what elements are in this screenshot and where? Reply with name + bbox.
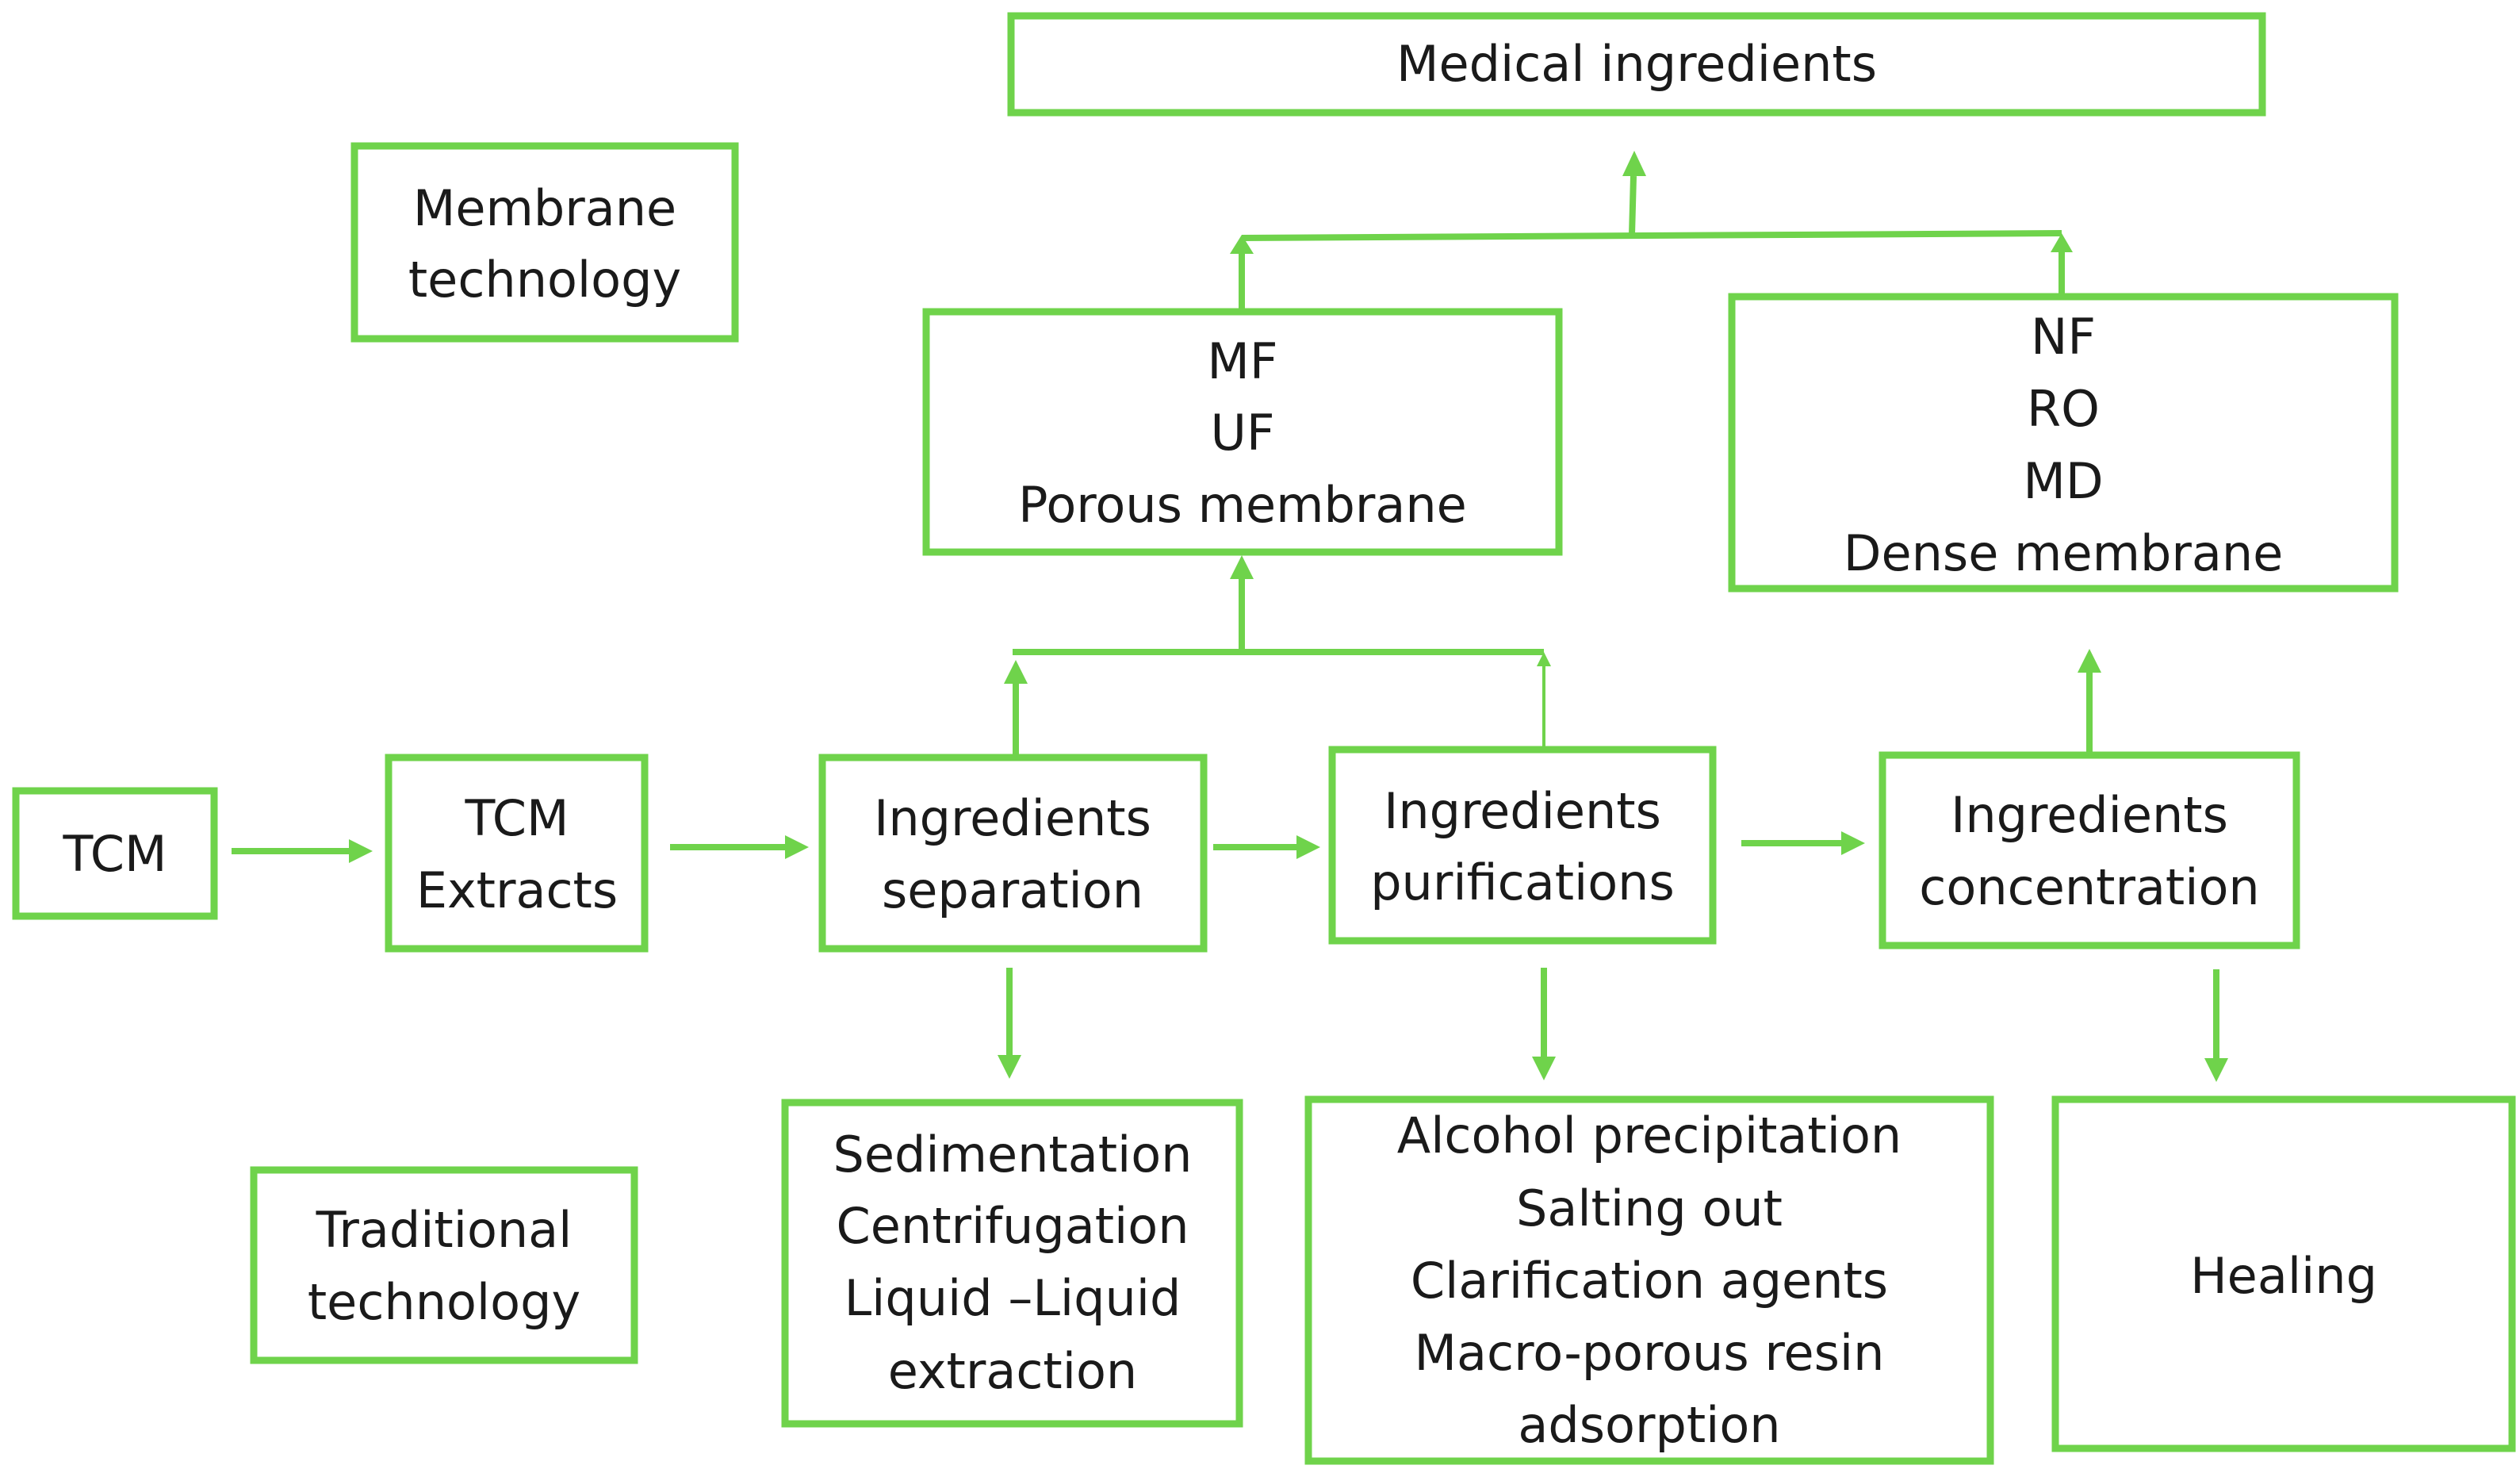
node-label-line: separation [882,861,1143,919]
node-label-line: Liquid –Liquid [844,1269,1181,1327]
node-healing: Healing [2051,1095,2516,1452]
node-ingredients-concentration: Ingredients concentration [1879,751,2300,949]
node-label-line: RO [2027,380,2100,438]
node-tcm-extracts: TCM Extracts [385,754,649,953]
node-label-line: Ingredients [874,789,1151,847]
connectors [232,151,2228,1082]
node-label-line: Traditional [316,1201,573,1259]
node-porous-membrane: MF UF Porous membrane [922,308,1563,556]
arrowhead [1004,660,1028,684]
node-dense-membrane: NF RO MD Dense membrane [1728,293,2399,593]
node-separation-methods: Sedimentation Centrifugation Liquid –Liq… [781,1099,1243,1428]
arrowhead [2204,1058,2228,1082]
arrowhead [1622,151,1646,176]
arrowhead [1230,555,1254,579]
arrowhead [1537,652,1551,666]
node-label-line: Porous membrane [1018,476,1467,534]
arrowhead [2051,233,2073,252]
node-label-line: MD [2023,452,2103,510]
node-tcm: TCM [12,787,218,920]
node-medical-ingredients: Medical ingredients [1007,12,2266,117]
arrowhead [349,839,373,863]
node-label-line: Dense membrane [1844,524,2284,582]
node-label-line: Macro-porous resin [1415,1324,1885,1382]
node-label-line: technology [408,251,681,309]
node-label-line: Sedimentation [833,1126,1193,1183]
node-label-line: UF [1210,404,1274,462]
node-label: Healing [2190,1247,2377,1305]
connector-top-bar [1241,230,2062,241]
arrowhead [1841,831,1865,855]
arrowhead [1532,1057,1556,1080]
node-purification-methods: Alcohol precipitation Salting out Clarif… [1304,1095,1994,1465]
node-label-line: Salting out [1516,1180,1783,1237]
node-label-line: Clarification agents [1411,1252,1888,1310]
node-label-line: Extracts [416,861,618,919]
node-label-line: Centrifugation [837,1197,1189,1255]
node-label-line: extraction [888,1342,1137,1400]
node-label-line: concentration [1919,858,2259,916]
node-label: Medical ingredients [1396,35,1877,93]
node-ingredients-separation: Ingredients separation [818,754,1208,953]
arrowhead [1230,235,1254,254]
node-label-line: Ingredients [1384,782,1661,840]
arrow-to-medical [1629,175,1637,236]
node-label-line: NF [2031,308,2096,366]
arrowhead [1296,835,1320,859]
node-label-line: technology [308,1273,580,1331]
arrowhead [2078,649,2101,673]
node-label: TCM [62,825,167,883]
node-ingredients-purifications: Ingredients purifications [1328,746,1717,945]
node-label-line: Alcohol precipitation [1397,1107,1901,1164]
node-label-line: Ingredients [1951,786,2228,844]
node-label-line: MF [1207,332,1277,390]
node-membrane-technology: Membrane technology [350,142,739,343]
arrowhead [998,1055,1021,1079]
node-label-line: adsorption [1518,1396,1780,1454]
node-label-line: Membrane [413,179,676,237]
node-label-line: TCM [464,789,569,847]
node-label-line: purifications [1370,853,1675,911]
arrowhead [785,835,809,859]
node-traditional-technology: Traditional technology [250,1166,638,1364]
